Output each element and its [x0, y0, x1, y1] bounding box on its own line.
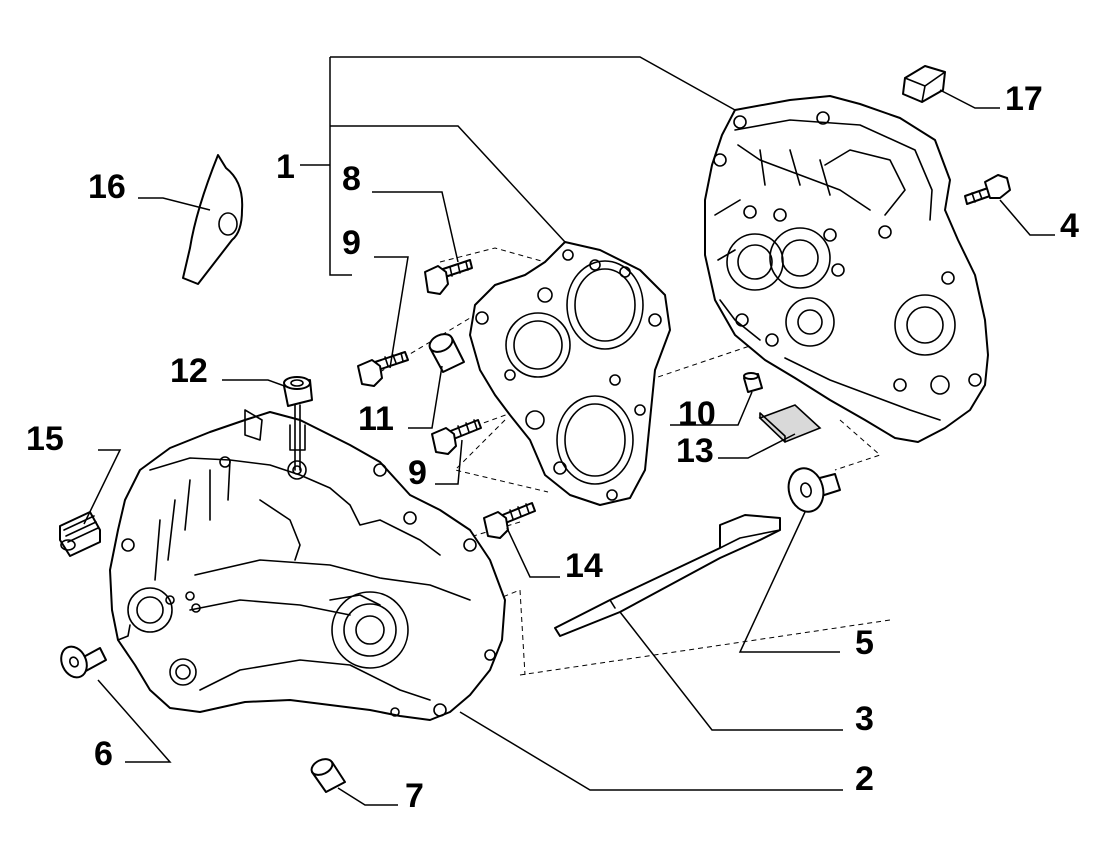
part-6-stopper [60, 645, 107, 679]
part-17-plug [902, 65, 946, 103]
callout-numbers: 1 8 9 16 17 4 12 11 9 10 13 15 14 5 3 6 … [26, 80, 1079, 815]
callout-12: 12 [170, 352, 208, 390]
callout-7: 7 [405, 777, 424, 815]
intermediate-plate [469, 241, 671, 506]
callout-9-lower: 9 [408, 454, 427, 492]
part-15-breather [59, 511, 101, 557]
callout-2: 2 [855, 760, 874, 798]
part-5-stopper [787, 467, 841, 513]
part-7-bushing [310, 758, 346, 793]
callout-3: 3 [855, 700, 874, 738]
callout-16: 16 [88, 168, 126, 206]
part-2-front-housing [109, 404, 506, 721]
callout-15: 15 [26, 420, 64, 458]
part-11-bushing [428, 333, 465, 373]
callout-17: 17 [1005, 80, 1043, 118]
part-4-bolt [964, 174, 1011, 205]
part-8-bolt [424, 259, 473, 295]
part-10-dowel-pin [743, 372, 763, 393]
callout-4: 4 [1060, 207, 1079, 245]
leader-lines [83, 56, 1055, 806]
callout-13: 13 [676, 432, 714, 470]
part-1-rear-housing [704, 95, 989, 443]
part-16-shim-plate [182, 154, 244, 285]
callout-6: 6 [94, 735, 113, 773]
part-9-bolt-lower [431, 419, 482, 455]
callout-9-upper: 9 [342, 224, 361, 262]
callout-5: 5 [855, 624, 874, 662]
part-12-cap [283, 376, 313, 407]
callout-10: 10 [678, 395, 716, 433]
callout-8: 8 [342, 160, 361, 198]
callout-11: 11 [358, 400, 394, 438]
callout-14: 14 [565, 547, 603, 585]
part-3-oil-deflector [554, 514, 781, 637]
callout-1: 1 [276, 148, 295, 186]
part-9-bolt-upper [357, 351, 409, 387]
